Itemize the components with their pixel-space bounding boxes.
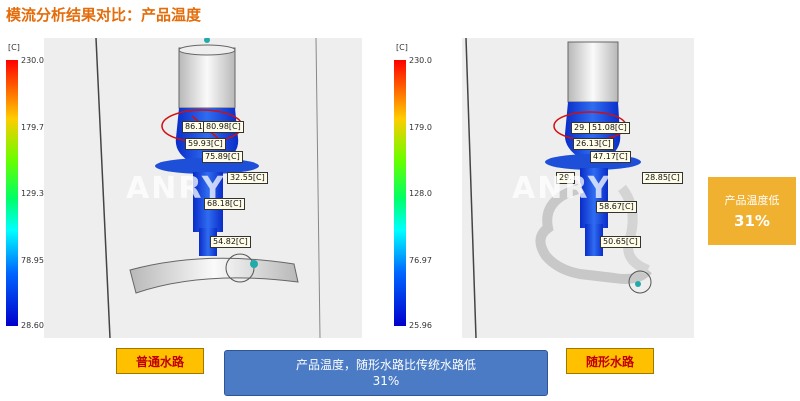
left-scale-tick: 230.0 (21, 56, 44, 65)
right-color-scale (394, 60, 406, 326)
left-scale-tick: 129.3 (21, 189, 44, 198)
right-scale-tick: 128.0 (409, 189, 432, 198)
temp-tag: 32.55[C] (227, 172, 268, 184)
right-scale-tick: 25.96 (409, 321, 432, 330)
page-title: 模流分析结果对比：产品温度 (6, 6, 202, 24)
right-simulation-view: 29. 51.08[C] 26.13[C] 47.17[C] 29. 28.85… (462, 38, 694, 338)
temp-tag: 54.82[C] (210, 236, 251, 248)
left-scale-tick: 28.60 (21, 321, 44, 330)
temp-tag: 75.89[C] (202, 151, 243, 163)
temp-tag: 80.98[C] (203, 121, 244, 133)
temp-tag: 29. (556, 172, 575, 184)
right-scale-unit: [C] (396, 43, 408, 52)
temp-tag: 50.65[C] (600, 236, 641, 248)
left-scale-tick: 179.7 (21, 123, 44, 132)
left-scale-tick: 78.95 (21, 256, 44, 265)
temp-tag: 29. (571, 122, 590, 134)
left-scale-unit: [C] (8, 43, 20, 52)
right-scale-tick: 76.97 (409, 256, 432, 265)
left-simulation-view: 86.1 80.98[C] 59.93[C] 75.89[C] 32.55[C]… (44, 38, 362, 338)
summary-line: 产品温度，随形水路比传统水路低 (295, 358, 476, 372)
stat-value: 31% (734, 212, 770, 230)
reduction-stat-box: 产品温度低 31% (708, 177, 796, 245)
temp-tag: 68.18[C] (204, 198, 245, 210)
temp-tag: 51.08[C] (589, 122, 630, 134)
temp-tag: 58.67[C] (596, 201, 637, 213)
conformal-channel-label: 随形水路 (566, 348, 654, 374)
conventional-channel-label: 普通水路 (116, 348, 204, 374)
temp-tag: 28.85[C] (642, 172, 683, 184)
right-scale-tick: 230.0 (409, 56, 432, 65)
summary-percent: 31% (372, 374, 400, 388)
temp-tag: 47.17[C] (590, 151, 631, 163)
left-color-scale (6, 60, 18, 326)
temp-tag: 59.93[C] (185, 138, 226, 150)
stat-label: 产品温度低 (724, 194, 780, 207)
summary-box: 产品温度，随形水路比传统水路低 31% (224, 350, 548, 396)
watermark: ANRY (126, 171, 226, 206)
right-scale-tick: 179.0 (409, 123, 432, 132)
watermark: ANRY (512, 171, 612, 206)
temp-tag: 26.13[C] (573, 138, 614, 150)
